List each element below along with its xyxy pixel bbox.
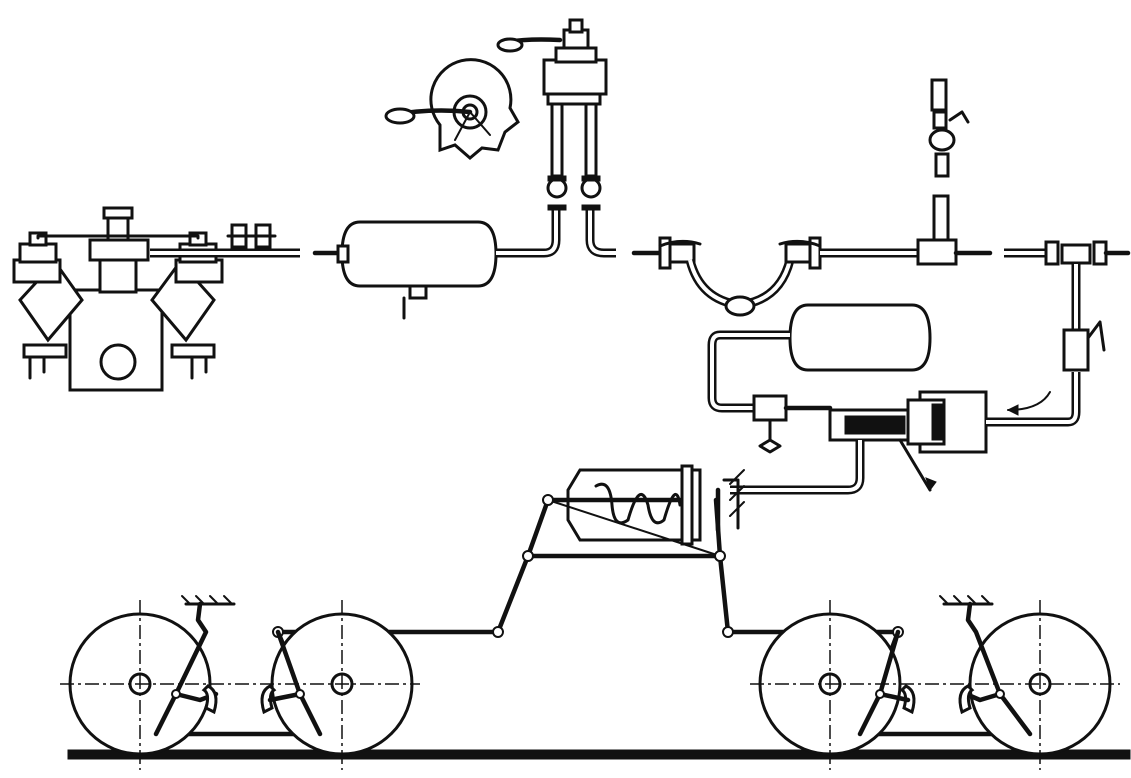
cylinder-pipe <box>730 440 865 495</box>
brake-cylinder-icon <box>545 464 745 546</box>
main-reservoir-icon <box>336 220 498 320</box>
feed-pipe <box>496 210 616 258</box>
emergency-valve-icon <box>928 78 970 242</box>
drivers-brake-valve-icon <box>496 18 608 211</box>
brake-handle-dial-icon <box>384 58 520 160</box>
train-pipe <box>820 238 1131 266</box>
compressor-valve-icon <box>226 223 277 249</box>
brake-shoe-icon <box>153 595 323 737</box>
auxiliary-reservoir-icon <box>707 303 932 454</box>
compressor-icon <box>12 206 277 392</box>
coupling-hose-icon <box>631 236 822 317</box>
brake-shoe-icon <box>857 595 1033 737</box>
distributor-valve-icon <box>828 264 1106 492</box>
rail-icon <box>67 749 1131 760</box>
